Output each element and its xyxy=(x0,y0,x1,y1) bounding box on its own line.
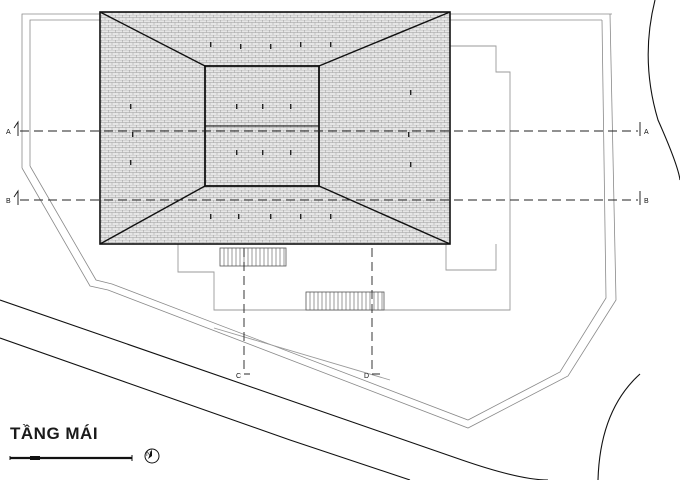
section-marker-b-left: B xyxy=(6,189,19,205)
hip-roof xyxy=(99,11,451,245)
drawing-title: TẦNG MÁI xyxy=(10,424,99,443)
road-edge-lower xyxy=(0,299,549,480)
section-marker-d: D xyxy=(364,373,380,380)
svg-text:B: B xyxy=(6,198,11,205)
road-edge-right xyxy=(597,0,680,480)
stair-hatch-lower xyxy=(305,291,385,311)
north-arrow-icon: N xyxy=(144,448,160,464)
building-outline xyxy=(177,45,511,381)
section-marker-a-left: A xyxy=(6,120,19,136)
svg-text:A: A xyxy=(644,129,649,136)
stair-hatch-upper xyxy=(219,247,287,267)
section-lines xyxy=(20,130,638,372)
section-marker-a-right: A xyxy=(639,122,649,136)
scale-bar xyxy=(9,455,133,461)
svg-text:A: A xyxy=(6,129,11,136)
svg-text:C: C xyxy=(236,373,241,380)
section-marker-c: C xyxy=(236,373,250,380)
svg-text:N: N xyxy=(146,451,151,458)
svg-text:D: D xyxy=(364,373,369,380)
section-marker-b-right: B xyxy=(639,191,649,205)
svg-text:B: B xyxy=(644,198,649,205)
